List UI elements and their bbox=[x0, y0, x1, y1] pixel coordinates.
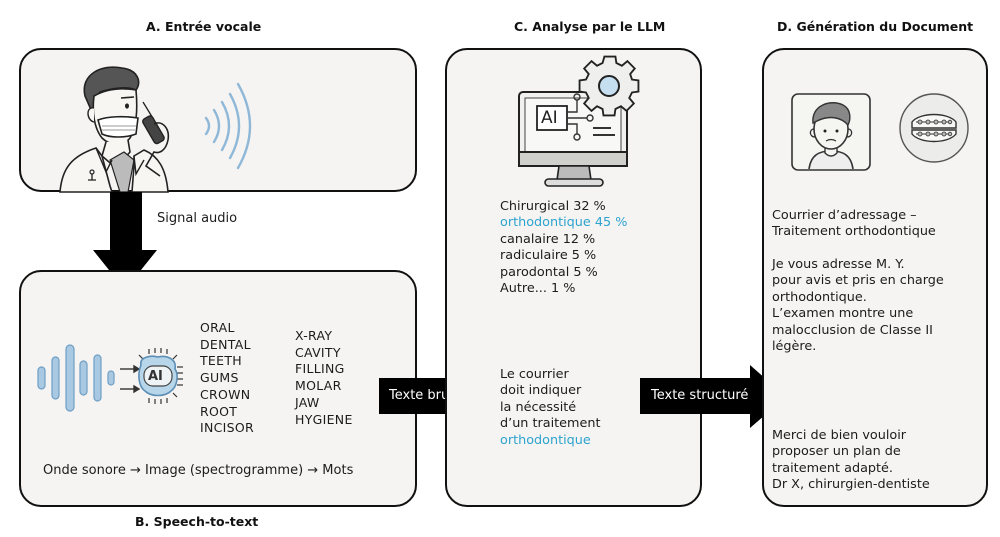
ai-chip-icon bbox=[138, 348, 183, 404]
teeth-braces-icon bbox=[899, 93, 969, 163]
signal-audio-label: Signal audio bbox=[157, 211, 238, 226]
body-line: orthodontique. bbox=[772, 289, 867, 305]
closing-line: Dr X, chirurgien-dentiste bbox=[772, 477, 930, 493]
conclusion-line: d’un traitement bbox=[500, 416, 601, 432]
document-subject: Courrier d’adressage –Traitement orthodo… bbox=[772, 208, 936, 241]
recognized-word: DENTAL bbox=[200, 336, 251, 352]
screen-ai-label: AI bbox=[541, 108, 558, 128]
structured-text-arrow bbox=[640, 365, 786, 428]
computer-gear-icon bbox=[518, 55, 640, 187]
subject-line: Courrier d’adressage – bbox=[772, 208, 917, 223]
raw-text-label: Texte brut bbox=[389, 388, 455, 403]
subject-line: Traitement orthodontique bbox=[772, 224, 936, 240]
section-b-title: B. Speech-to-text bbox=[135, 514, 259, 529]
conclusion-line: Le courrier bbox=[500, 367, 569, 382]
document-body: Je vous adresse M. Y.pour avis et pris e… bbox=[772, 257, 944, 355]
section-c-title: C. Analyse par le LLM bbox=[514, 19, 666, 34]
recognized-word: GUMS bbox=[200, 370, 239, 386]
classification-item: radiculaire 5 % bbox=[500, 248, 597, 264]
conclusion-highlight: orthodontique bbox=[500, 432, 591, 448]
classification-item: canalaire 12 % bbox=[500, 231, 596, 247]
body-line: L’examen montre une bbox=[772, 306, 914, 322]
recognized-word: JAW bbox=[295, 394, 320, 410]
patient-portrait-icon bbox=[791, 93, 871, 171]
classification-list: Chirurgical 32 %orthodontique 45 %canala… bbox=[500, 199, 627, 297]
recognized-word: CAVITY bbox=[295, 344, 341, 360]
classification-item: Autre... 1 % bbox=[500, 281, 576, 297]
body-line: légère. bbox=[772, 339, 817, 355]
section-a-title: A. Entrée vocale bbox=[146, 19, 262, 34]
recognized-word: ORAL bbox=[200, 320, 235, 335]
ai-chip-label: AI bbox=[148, 369, 163, 384]
body-line: malocclusion de Classe II bbox=[772, 322, 933, 338]
body-line: Je vous adresse M. Y. bbox=[772, 257, 905, 272]
recognized-word: MOLAR bbox=[295, 378, 342, 394]
conclusion-line: la nécessité bbox=[500, 399, 577, 415]
sound-waves-icon bbox=[204, 82, 252, 170]
speech-to-text-panel bbox=[19, 270, 417, 507]
body-line: pour avis et pris en charge bbox=[772, 273, 944, 289]
recognized-word: FILLING bbox=[295, 361, 345, 377]
classification-item: Chirurgical 32 % bbox=[500, 199, 606, 214]
dentist-icon bbox=[59, 66, 170, 193]
closing-line: traitement adapté. bbox=[772, 460, 893, 476]
classification-item: orthodontique 45 % bbox=[500, 215, 628, 231]
closing-line: Merci de bien vouloir bbox=[772, 428, 907, 443]
conclusion-line: doit indiquer bbox=[500, 383, 582, 399]
pipeline-caption: Onde sonore → Image (spectrogramme) → Mo… bbox=[43, 463, 354, 478]
recognized-word: CROWN bbox=[200, 386, 251, 402]
closing-line: proposer un plan de bbox=[772, 444, 901, 460]
signal-audio-arrow bbox=[93, 192, 157, 290]
recognized-word: X-RAY bbox=[295, 328, 333, 343]
classification-item: parodontal 5 % bbox=[500, 264, 598, 280]
section-d-title: D. Génération du Document bbox=[777, 19, 974, 34]
waveform-icon bbox=[37, 344, 141, 412]
recognized-word: TEETH bbox=[200, 353, 242, 369]
recognized-word: ROOT bbox=[200, 403, 238, 419]
structured-text-label: Texte structuré bbox=[651, 388, 749, 403]
recognized-word: HYGIENE bbox=[295, 411, 353, 427]
recognized-word: INCISOR bbox=[200, 420, 255, 436]
